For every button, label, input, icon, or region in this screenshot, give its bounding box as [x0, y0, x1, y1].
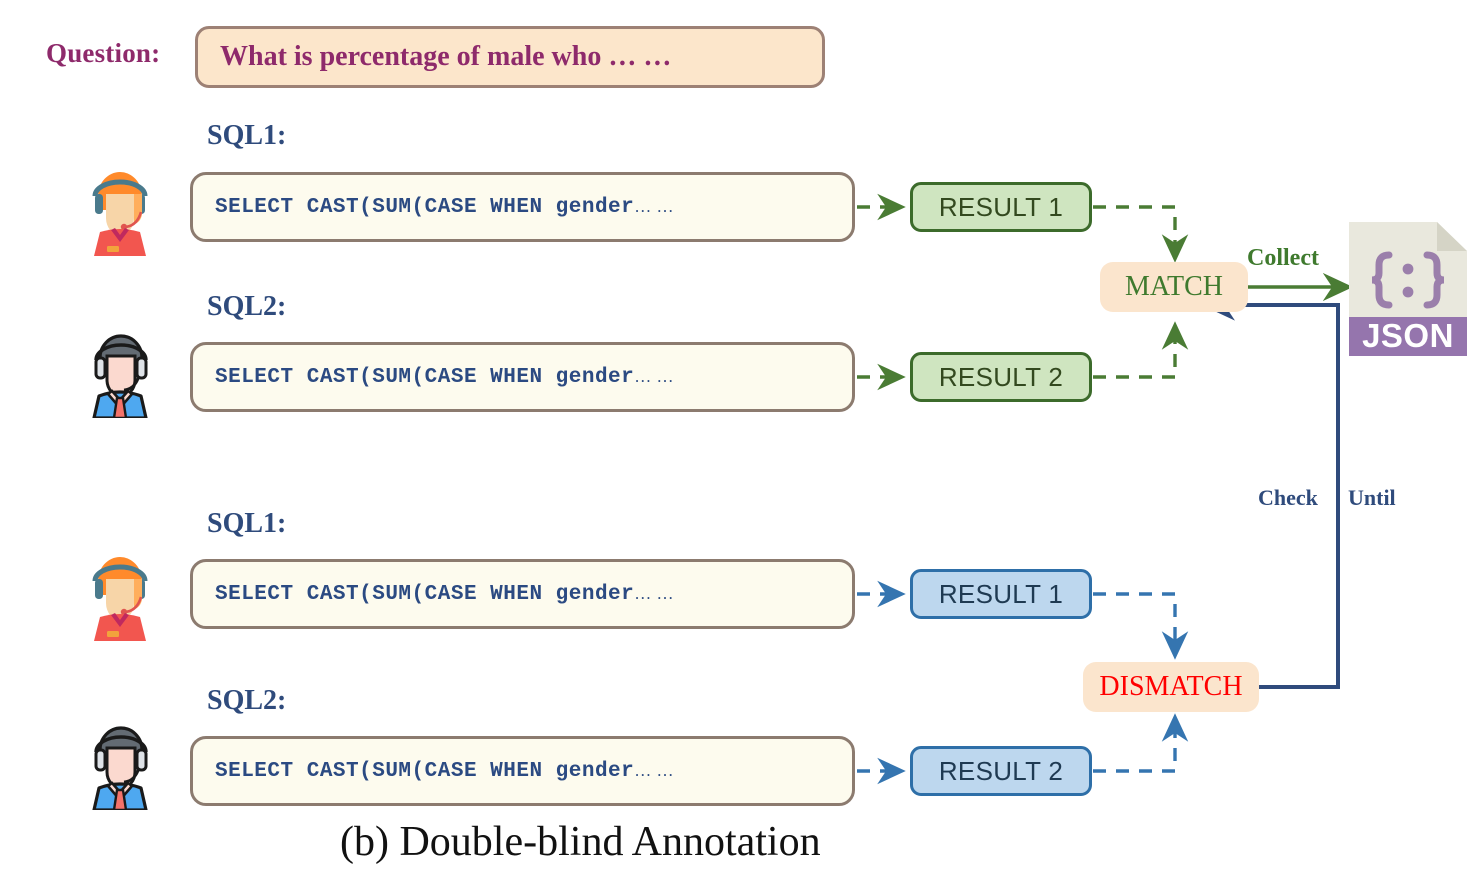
edge-result1b-dismatch — [1093, 592, 1189, 660]
result-chip-g1r2: RESULT 2 — [910, 352, 1092, 402]
sql-ellipsis: … … — [634, 760, 675, 780]
edge-label-collect: Collect — [1247, 245, 1319, 271]
sql-label-g2r1: SQL1: — [207, 508, 287, 539]
support-agent-male-avatar — [70, 330, 170, 420]
sql-box-g1r1: SELECT CAST(SUM(CASE WHEN gender… … — [190, 172, 855, 242]
sql-code-g1r2: SELECT CAST(SUM(CASE WHEN gender… … — [215, 365, 675, 389]
question-text: What is percentage of male who … … — [220, 41, 672, 72]
sql-ellipsis: … … — [634, 583, 675, 603]
question-label: Question: — [46, 38, 161, 68]
edge-result2-match — [1093, 321, 1189, 379]
edge-result2b-dismatch — [1093, 713, 1189, 773]
result-chip-g1r1: RESULT 1 — [910, 182, 1092, 232]
sql-box-g2r1: SELECT CAST(SUM(CASE WHEN gender… … — [190, 559, 855, 629]
sql-code-g2r1: SELECT CAST(SUM(CASE WHEN gender… … — [215, 582, 675, 606]
edge-label-until: Until — [1348, 485, 1396, 510]
result-chip-g2r1: RESULT 1 — [910, 569, 1092, 619]
edge-result1-match — [1093, 205, 1189, 263]
support-agent-female-avatar — [70, 168, 170, 256]
sql-label-g2r2: SQL2: — [207, 685, 287, 716]
result-chip-g2r2: RESULT 2 — [910, 746, 1092, 796]
sql-label-g1r1: SQL1: — [207, 120, 287, 151]
sql-ellipsis: … … — [634, 196, 675, 216]
question-box: What is percentage of male who … … — [195, 26, 825, 88]
json-file-icon: JSON — [1349, 222, 1467, 356]
decision-dismatch: DISMATCH — [1083, 662, 1259, 712]
decision-match: MATCH — [1100, 262, 1248, 312]
sql-ellipsis: … … — [634, 366, 675, 386]
support-agent-male-avatar — [70, 722, 170, 812]
sql-code-g1r1: SELECT CAST(SUM(CASE WHEN gender… … — [215, 195, 675, 219]
json-file-label: JSON — [1362, 317, 1454, 354]
sql-label-g1r2: SQL2: — [207, 291, 287, 322]
sql-box-g2r2: SELECT CAST(SUM(CASE WHEN gender… … — [190, 736, 855, 806]
support-agent-female-avatar — [70, 553, 170, 641]
sql-code-g2r2: SELECT CAST(SUM(CASE WHEN gender… … — [215, 759, 675, 783]
edge-label-check: Check — [1258, 485, 1318, 510]
sql-box-g1r2: SELECT CAST(SUM(CASE WHEN gender… … — [190, 342, 855, 412]
figure-caption: (b) Double-blind Annotation — [340, 819, 821, 865]
